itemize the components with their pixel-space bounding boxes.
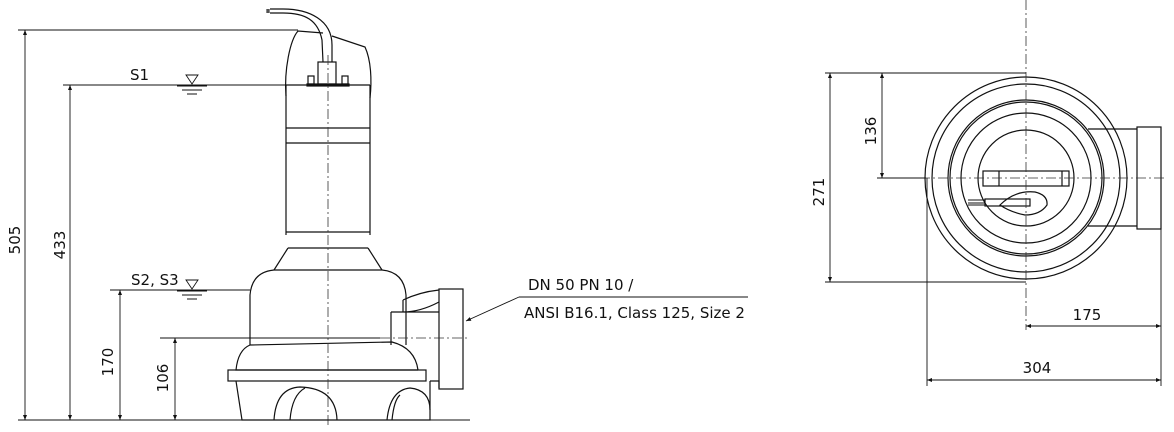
level-s2-s3-label: S2, S3 xyxy=(131,271,179,289)
outlet-flange xyxy=(438,288,464,390)
dim-304: 304 xyxy=(1023,359,1052,377)
pump-side-outline xyxy=(227,8,470,425)
dim-433: 433 xyxy=(51,231,69,260)
top-view: 271 136 175 304 xyxy=(810,0,1165,386)
level-s1-label: S1 xyxy=(130,66,149,84)
outlet-neck xyxy=(390,289,440,345)
dim-271: 271 xyxy=(810,178,828,207)
dim-106: 106 xyxy=(154,364,172,393)
dim-175: 175 xyxy=(1073,306,1102,324)
dimension-lines xyxy=(18,29,470,421)
dim-170: 170 xyxy=(99,348,117,377)
cable-top xyxy=(984,198,1031,207)
outlet-note-line1: DN 50 PN 10 / xyxy=(528,276,634,294)
pump-housing xyxy=(249,269,407,345)
motor-body xyxy=(285,84,371,235)
dim-505: 505 xyxy=(6,226,24,255)
top-dimension-lines xyxy=(825,72,1162,386)
cable xyxy=(270,12,324,63)
outlet-note-line2: ANSI B16.1, Class 125, Size 2 xyxy=(524,304,745,322)
side-view: S1 S2, S3 505 433 170 106 xyxy=(6,8,470,425)
base-flange xyxy=(227,369,427,382)
dim-136: 136 xyxy=(862,117,880,146)
outlet-note: DN 50 PN 10 / ANSI B16.1, Class 125, Siz… xyxy=(465,276,748,322)
